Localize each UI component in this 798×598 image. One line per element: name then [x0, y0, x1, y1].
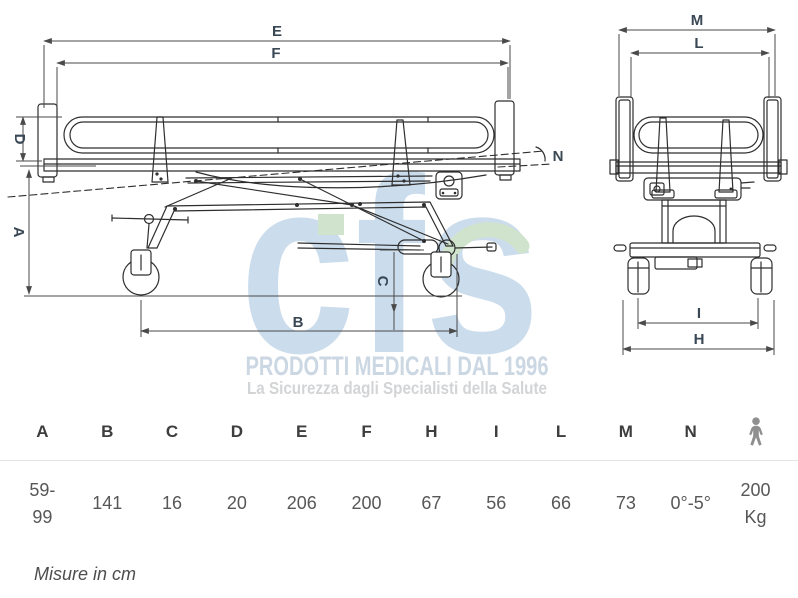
dim-label-I: I	[697, 305, 701, 322]
dim-label-E: E	[272, 23, 282, 40]
caster-wheels-front	[627, 257, 773, 295]
value-M: 73	[615, 493, 636, 513]
col-header-M: M	[618, 421, 633, 441]
side-rail-front	[633, 116, 764, 154]
base-bar	[629, 242, 761, 258]
col-header-C: C	[165, 421, 179, 441]
logo-green-square	[318, 214, 344, 235]
watermark-tagline-1: PRODOTTI MEDICALI DAL 1996	[246, 351, 549, 381]
dimension-lines	[16, 27, 776, 355]
watermark-logo: cfs PRODOTTI MEDICALI DAL 1996 La Sicure…	[240, 126, 549, 405]
dim-label-A: A	[10, 227, 27, 238]
front-view-drawing	[609, 96, 788, 295]
hydraulic-pump	[397, 239, 439, 255]
col-header-I: I	[493, 421, 499, 441]
dimension-labels: E F D A B C N M L I H	[10, 12, 704, 348]
cfs-logo-text: cfs	[240, 126, 540, 398]
dim-label-M: M	[691, 12, 704, 29]
side-view-drawing	[7, 100, 553, 298]
col-header-E: E	[296, 421, 308, 441]
value-E: 206	[286, 493, 317, 513]
caster-wheels	[122, 249, 460, 298]
value-C: 16	[162, 493, 183, 513]
control-unit	[643, 177, 742, 201]
dim-label-D: D	[11, 134, 28, 145]
person-icon	[748, 417, 763, 446]
lift-mechanism	[164, 171, 487, 245]
side-rail	[63, 116, 495, 154]
base-frame	[111, 201, 497, 257]
col-header-A: A	[36, 421, 49, 441]
value-F: 200	[351, 493, 382, 513]
col-header-B: B	[101, 421, 114, 441]
value-D: 20	[226, 493, 247, 513]
technical-drawing: cfs PRODOTTI MEDICALI DAL 1996 La Sicure…	[7, 12, 788, 405]
units-note: Misure in cm	[34, 564, 137, 584]
dim-label-L: L	[694, 35, 703, 52]
dim-label-F: F	[271, 45, 280, 62]
rail-post	[151, 116, 169, 183]
dim-label-H: H	[694, 331, 705, 348]
logo-green-curl	[438, 222, 530, 270]
dim-label-B: B	[293, 314, 304, 331]
value-I: 56	[486, 493, 507, 513]
control-pendant	[435, 171, 463, 200]
col-header-H: H	[425, 421, 438, 441]
dim-label-N: N	[553, 148, 564, 165]
value-B: 141	[92, 493, 123, 513]
col-header-L: L	[555, 421, 567, 441]
value-L: 66	[551, 493, 572, 513]
foot-pedal	[111, 217, 189, 221]
watermark-tagline-2: La Sicurezza dagli Specialisti della Sal…	[247, 378, 547, 398]
dim-label-C: C	[374, 276, 391, 287]
value-N: 0°-5°	[670, 493, 711, 513]
angle-arc	[535, 146, 546, 162]
value-H: 67	[421, 493, 442, 513]
col-header-max-load	[723, 417, 788, 446]
value-A: 59-99	[29, 479, 56, 527]
table-values-row: 59-99 141 16 20 206 200 67 56 66 73 0°-5…	[0, 460, 798, 550]
col-header-N: N	[684, 421, 697, 441]
side-panel-left	[615, 96, 634, 182]
dimensions-table: A B C D E F H I L M N 59-99 141 16 20 20…	[0, 403, 798, 550]
side-panel-right	[763, 96, 782, 182]
deck-front	[615, 161, 782, 174]
value-max-load: 200 Kg	[740, 479, 771, 527]
col-header-F: F	[361, 421, 372, 441]
tilt-dashed-line	[7, 150, 545, 198]
col-header-D: D	[230, 421, 244, 441]
bed-deck	[43, 158, 521, 172]
table-header-row: A B C D E F H I L M N	[0, 403, 798, 460]
